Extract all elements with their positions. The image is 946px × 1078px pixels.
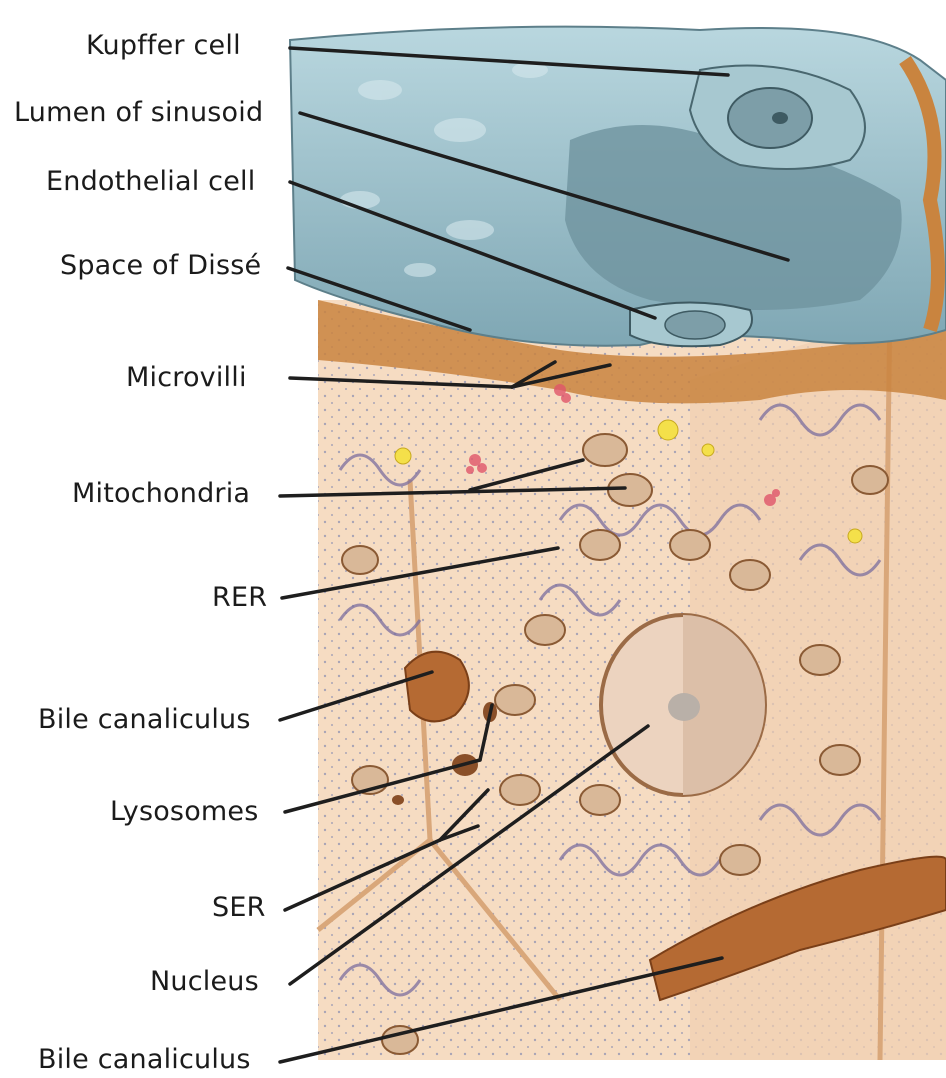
bile-canaliculus-upper (405, 652, 469, 722)
label-rer: RER (212, 582, 267, 614)
label-kupffer-cell: Kupffer cell (86, 30, 241, 62)
label-endothelial-cell: Endothelial cell (46, 166, 255, 198)
label-space-of-disse: Space of Dissé (60, 250, 261, 282)
label-lumen-of-sinusoid: Lumen of sinusoid (14, 97, 263, 129)
label-lysosomes: Lysosomes (110, 796, 259, 828)
label-nucleus: Nucleus (150, 966, 259, 998)
label-bile-canaliculus-upper: Bile canaliculus (38, 704, 251, 736)
label-mitochondria: Mitochondria (72, 478, 250, 510)
label-microvilli: Microvilli (126, 362, 247, 394)
label-bile-canaliculus-lower: Bile canaliculus (38, 1044, 251, 1076)
label-ser: SER (212, 892, 266, 924)
